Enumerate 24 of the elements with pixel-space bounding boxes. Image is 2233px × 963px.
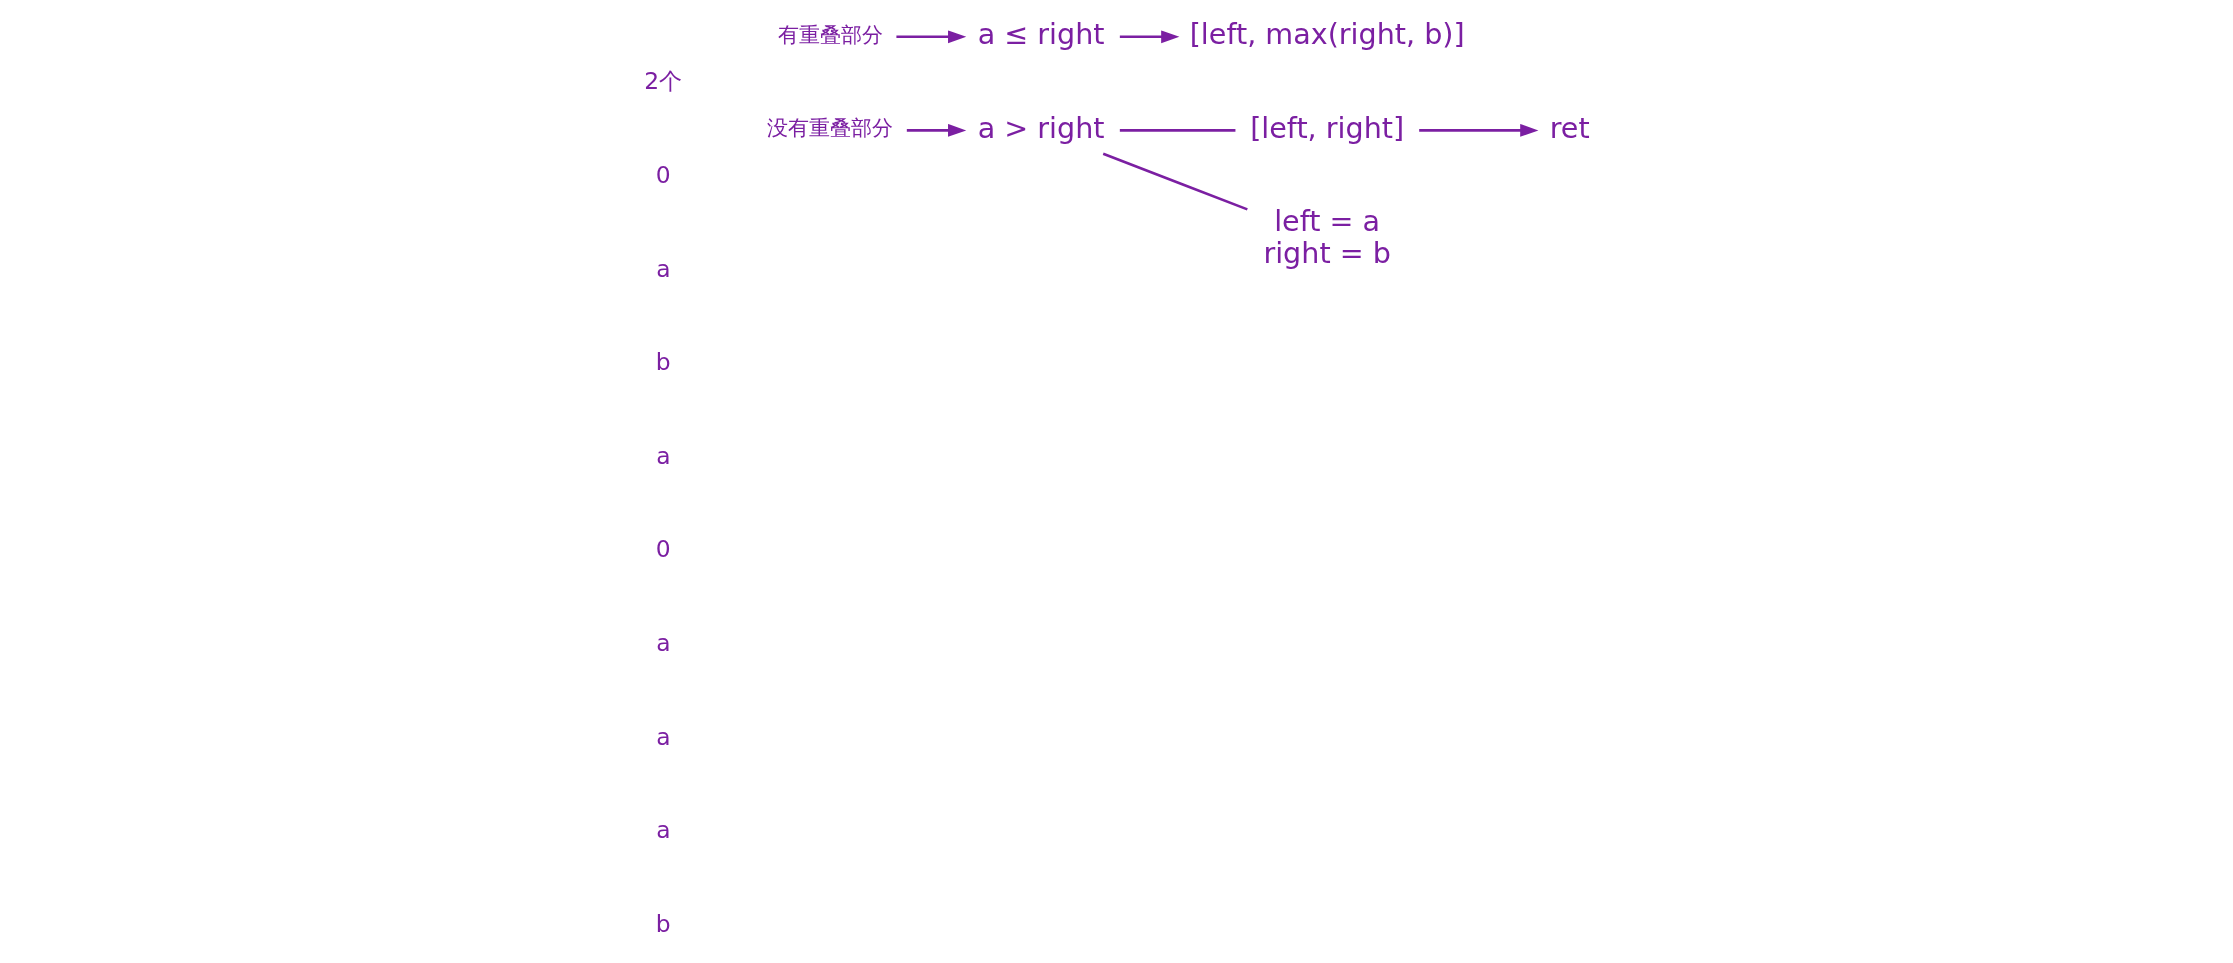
label: 0 (655, 160, 671, 189)
node-text: left = a right = b (1263, 204, 1391, 270)
arrow (896, 30, 967, 44)
label: a (656, 441, 671, 470)
label: a (656, 722, 671, 751)
node-text: a ≤ right (977, 17, 1105, 52)
node-text: ret (1549, 110, 1590, 145)
arrow (1119, 30, 1180, 44)
label: a (656, 254, 671, 283)
node-text: [left, max(right, b)] (1189, 17, 1465, 52)
label: b (655, 348, 671, 377)
label: b (655, 909, 671, 938)
arrow (906, 124, 967, 137)
node-text: 有重叠部分 (777, 22, 883, 47)
label: a (656, 816, 671, 845)
label: 0 (655, 535, 671, 564)
label: a (656, 629, 671, 658)
arrow (1419, 124, 1539, 137)
node-text: 没有重叠部分 (767, 116, 894, 141)
connector (1119, 129, 1236, 132)
connector (1102, 152, 1248, 211)
label: 2个 (644, 67, 683, 96)
node-text: [left, right] (1250, 110, 1405, 145)
node-text: a > right (977, 110, 1105, 145)
